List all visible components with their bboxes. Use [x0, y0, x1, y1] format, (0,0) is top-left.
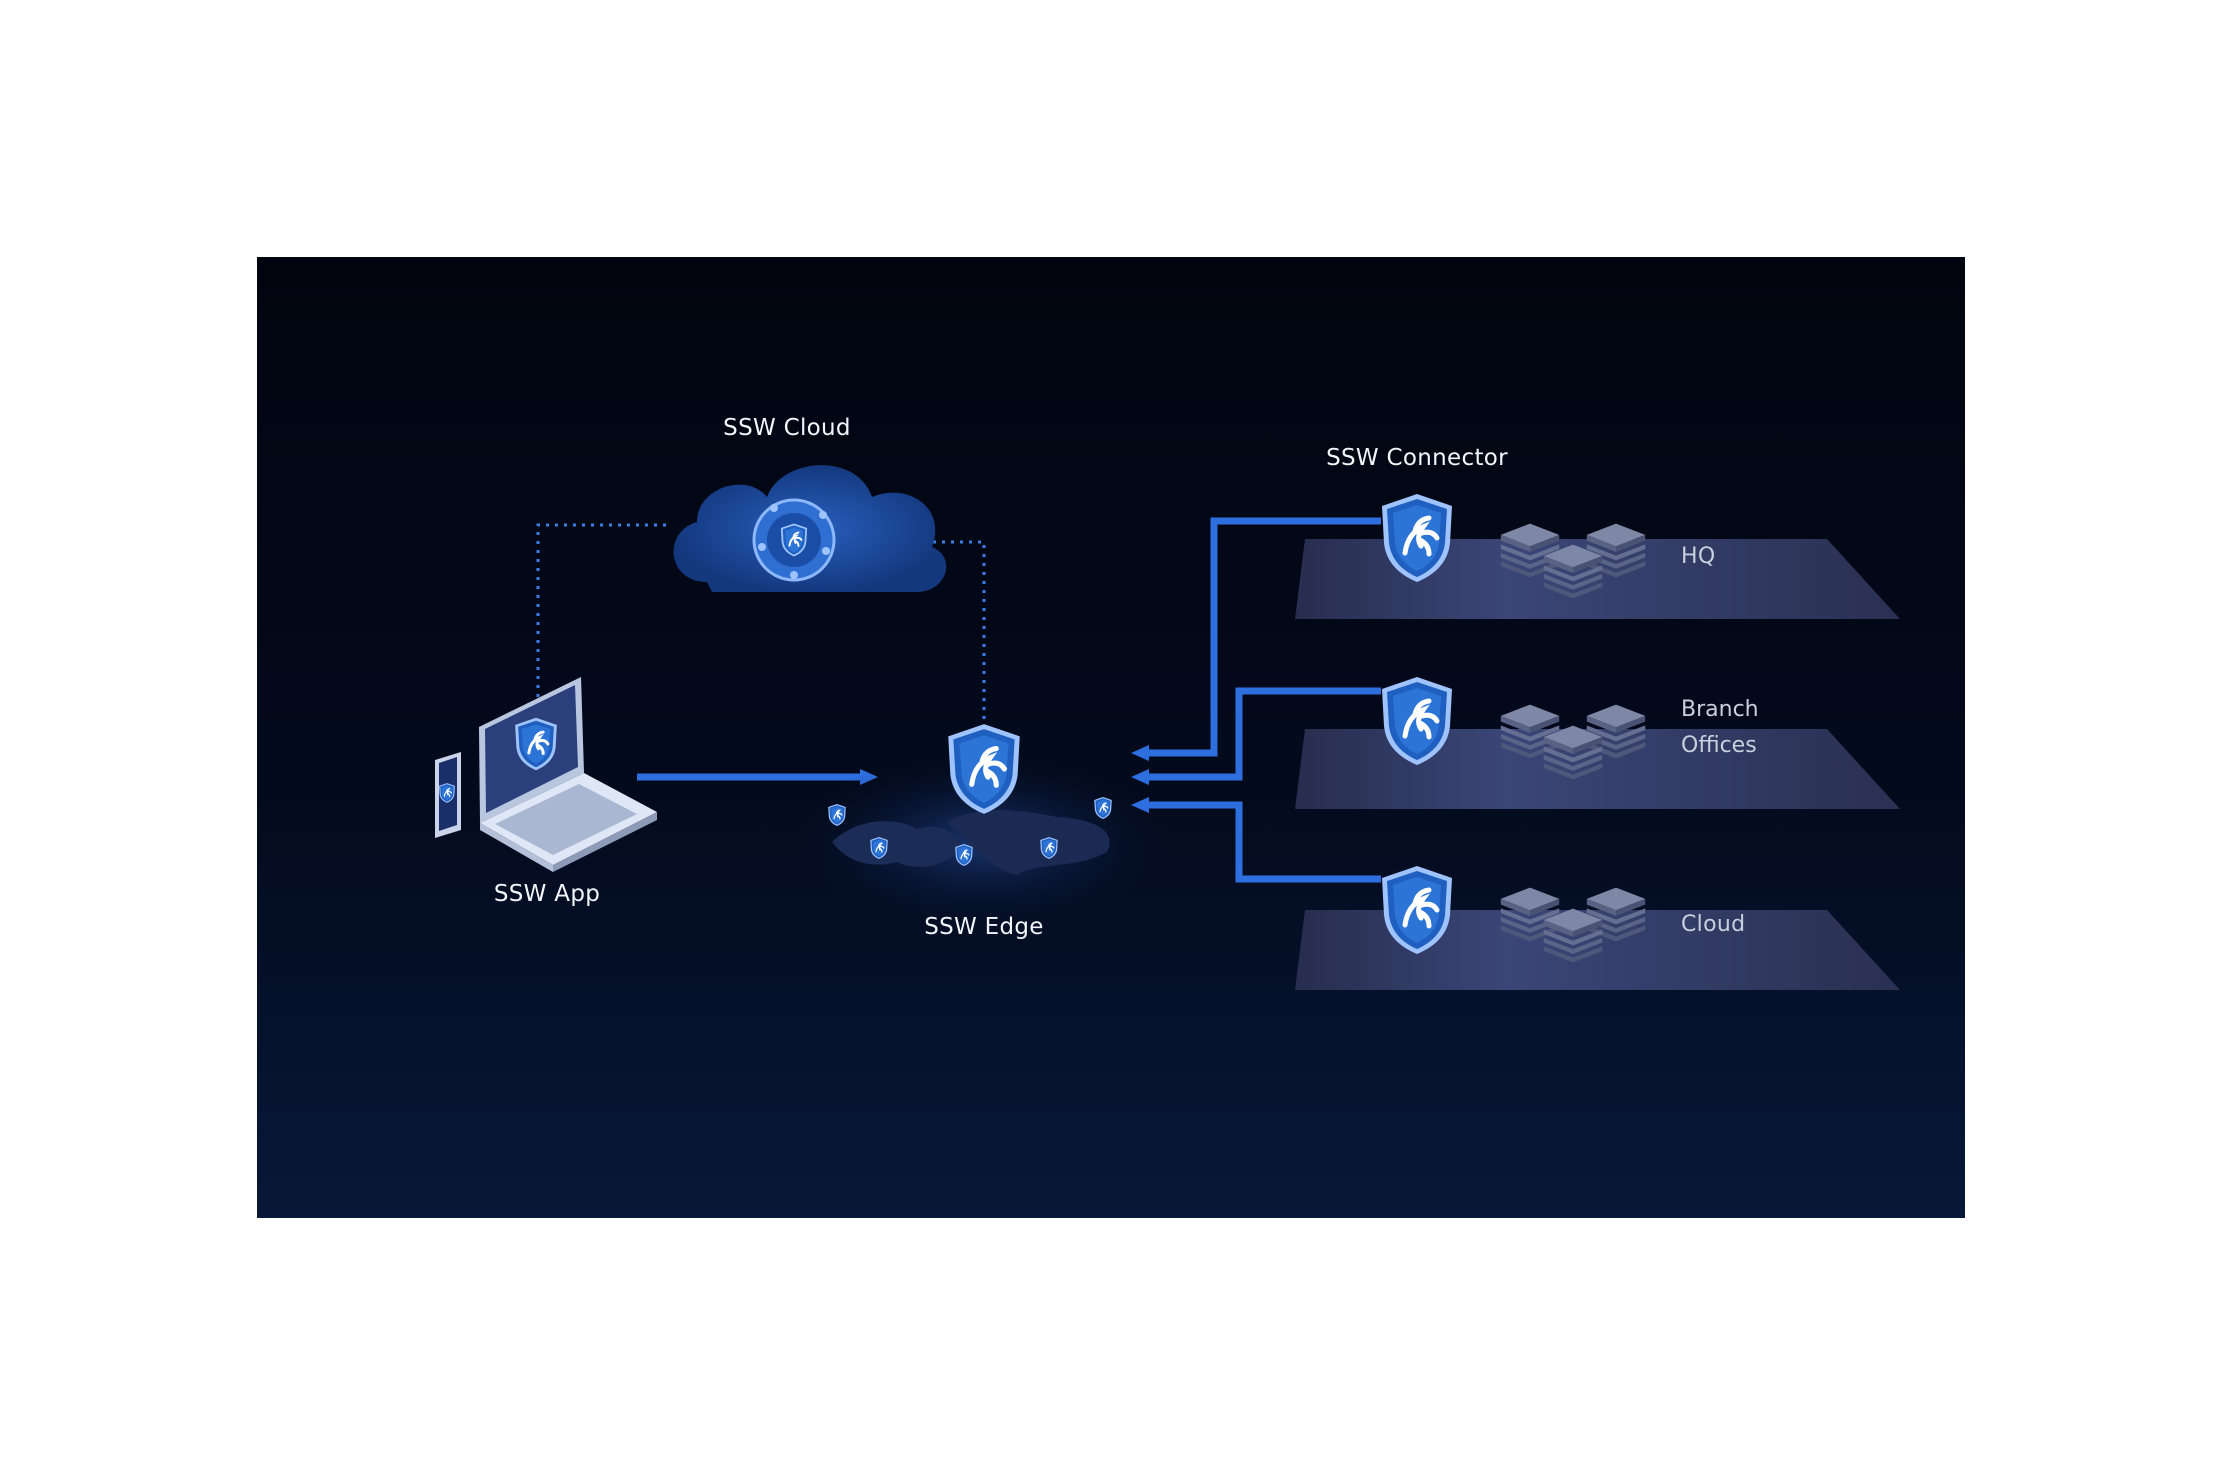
ssw-edge-label: SSW Edge [924, 914, 1044, 940]
ssw-connector-label: SSW Connector [1326, 445, 1508, 471]
diagram-panel: SSW Cloud SSW Connector SSW App SSW Edge… [257, 257, 1965, 1218]
ssw-cloud-label: SSW Cloud [723, 415, 851, 441]
cloud-connector-link [1131, 797, 1381, 883]
site-cloud-label: Cloud [1681, 912, 1746, 937]
site-cloud [1295, 866, 1900, 990]
site-branch-label: Branch Offices [1681, 692, 1759, 764]
cloud-edge-dotted-link [924, 540, 986, 727]
site-branch-label-line1: Branch [1681, 697, 1759, 722]
ssw-app-label: SSW App [493, 881, 601, 907]
app-cloud-dotted-link [536, 523, 671, 697]
site-branch-label-line2: Offices [1681, 733, 1757, 758]
phone-icon [435, 752, 461, 838]
laptop-icon [479, 677, 657, 872]
site-hq [1295, 494, 1900, 619]
world-map-icon [793, 752, 1173, 932]
site-hq-label: HQ [1681, 544, 1716, 569]
branch-connector-link [1131, 687, 1381, 785]
architecture-diagram [435, 465, 1900, 990]
hq-connector-link [1131, 517, 1381, 761]
site-branch [1295, 677, 1900, 809]
cloud-icon [673, 465, 947, 592]
